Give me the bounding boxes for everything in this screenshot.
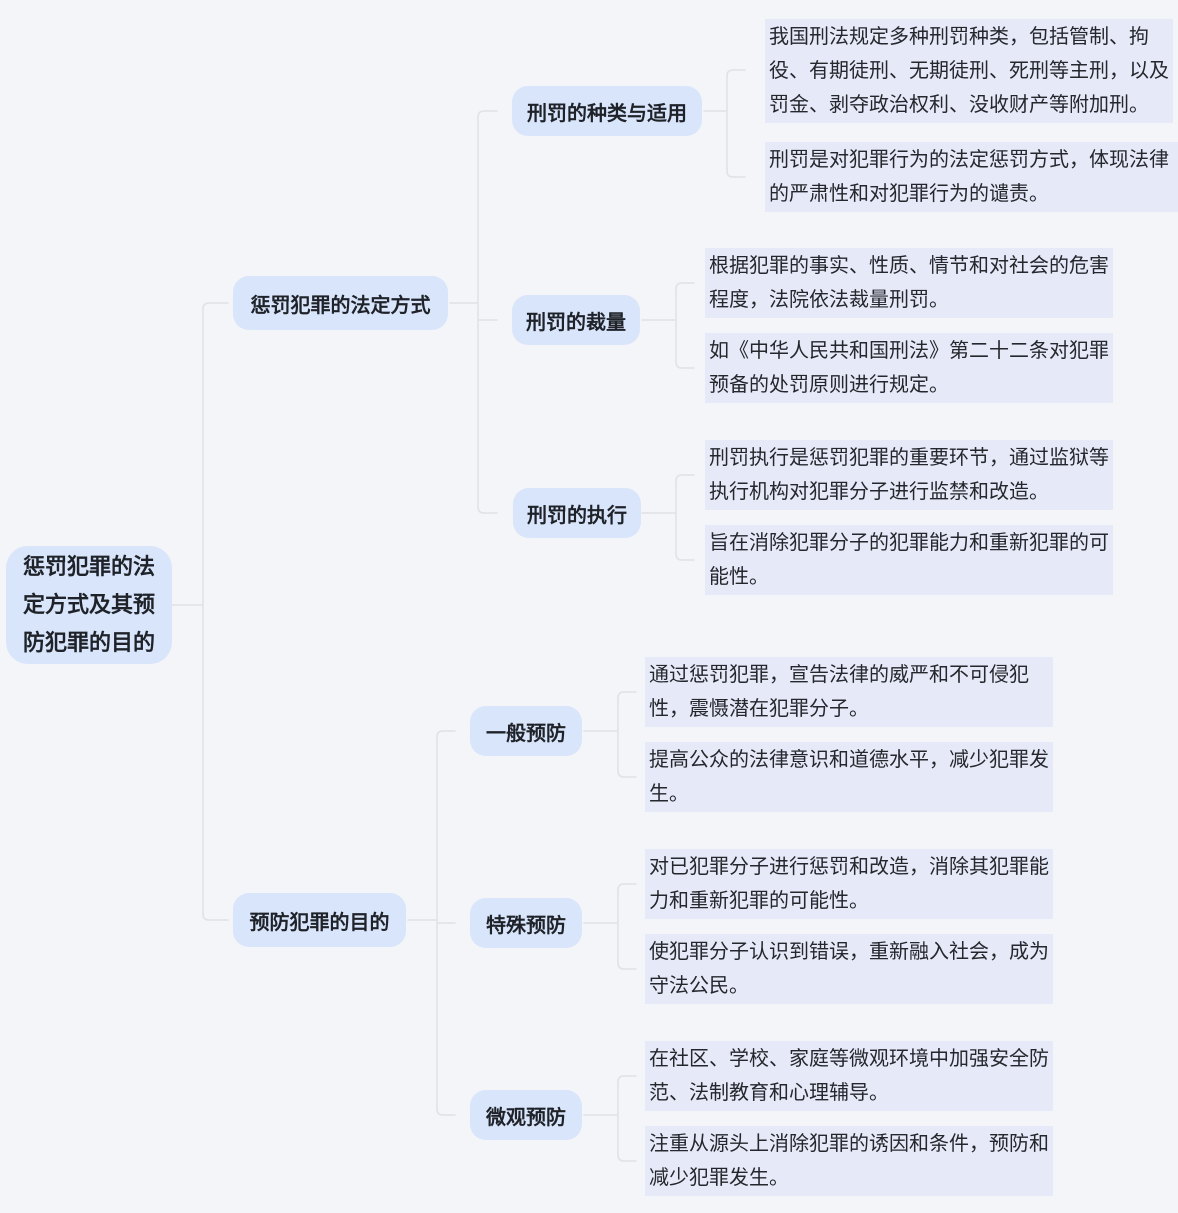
subtopic-micro-prevention[interactable]: 微观预防 (470, 1090, 582, 1140)
connector-sub1-1 (703, 69, 746, 178)
connector-root-trunk (171, 302, 229, 921)
note-card[interactable]: 根据犯罪的事实、性质、情节和对社会的危害 程度，法院依法裁量刑罚。 (705, 248, 1113, 318)
branch-topic-punishment-methods[interactable]: 惩罚犯罪的法定方式 (233, 276, 448, 330)
connector-sub2-1 (583, 691, 637, 778)
note-card[interactable]: 我国刑法规定多种刑罚种类，包括管制、拘 役、有期徒刑、无期徒刑、死刑等主刑，以及… (765, 19, 1173, 123)
root-topic[interactable]: 惩罚犯罪的法 定方式及其预 防犯罪的目的 (6, 546, 172, 664)
subtopic-penalty-discretion[interactable]: 刑罚的裁量 (512, 295, 640, 345)
connector-sub1-2 (641, 282, 695, 369)
note-card[interactable]: 使犯罪分子认识到错误，重新融入社会，成为 守法公民。 (645, 934, 1053, 1004)
note-card[interactable]: 如《中华人民共和国刑法》第二十二条对犯罪 预备的处罚原则进行规定。 (705, 333, 1113, 403)
note-card[interactable]: 旨在消除犯罪分子的犯罪能力和重新犯罪的可 能性。 (705, 525, 1113, 595)
connector-sub1-3 (641, 474, 695, 561)
note-card[interactable]: 刑罚是对犯罪行为的法定惩罚方式，体现法律 的严肃性和对犯罪行为的谴责。 (765, 142, 1178, 212)
note-card[interactable]: 对已犯罪分子进行惩罚和改造，消除其犯罪能 力和重新犯罪的可能性。 (645, 849, 1053, 919)
subtopic-general-prevention[interactable]: 一般预防 (470, 706, 582, 756)
note-card[interactable]: 刑罚执行是惩罚犯罪的重要环节，通过监狱等 执行机构对犯罪分子进行监禁和改造。 (705, 440, 1113, 510)
connector-sub2-2 (583, 883, 637, 970)
note-card[interactable]: 注重从源头上消除犯罪的诱因和条件，预防和 减少犯罪发生。 (645, 1126, 1053, 1196)
branch-topic-prevention-purpose[interactable]: 预防犯罪的目的 (233, 893, 406, 947)
subtopic-penalty-types[interactable]: 刑罚的种类与适用 (512, 86, 702, 136)
subtopic-penalty-execution[interactable]: 刑罚的执行 (513, 488, 641, 538)
note-card[interactable]: 提高公众的法律意识和道德水平，减少犯罪发 生。 (645, 742, 1053, 812)
connector-sub2-3 (583, 1075, 637, 1162)
connector-branch1 (449, 110, 498, 514)
connector-branch2 (407, 730, 456, 1116)
subtopic-special-prevention[interactable]: 特殊预防 (470, 898, 582, 948)
note-card[interactable]: 在社区、学校、家庭等微观环境中加强安全防 范、法制教育和心理辅导。 (645, 1041, 1053, 1111)
note-card[interactable]: 通过惩罚犯罪，宣告法律的威严和不可侵犯 性，震慑潜在犯罪分子。 (645, 657, 1053, 727)
